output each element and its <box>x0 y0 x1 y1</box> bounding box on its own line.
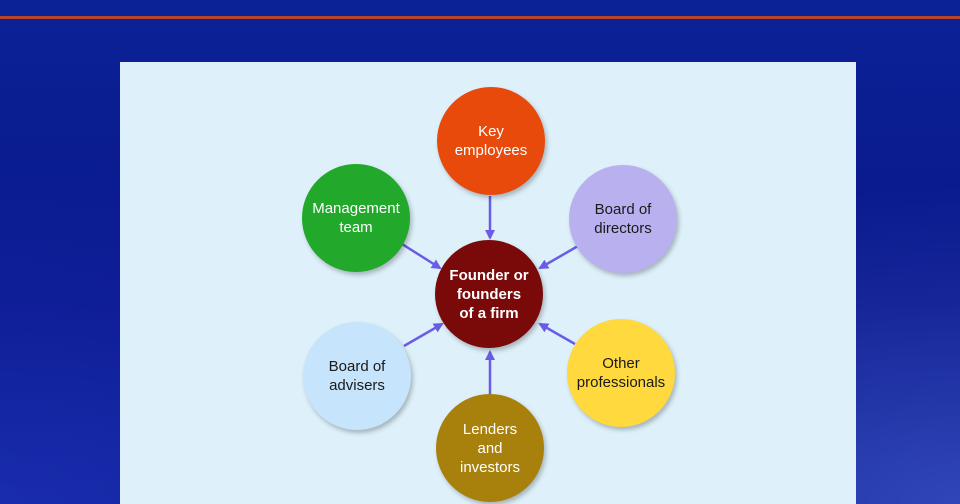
node-board-of-advisers-label: Board of advisers <box>328 358 386 394</box>
arrow-management-team <box>401 242 442 270</box>
arrow-other-professionals <box>538 322 576 346</box>
center-node-label: Founder or founders of a firm <box>449 266 529 322</box>
node-management-team-label: Management team <box>312 200 400 236</box>
title-divider <box>0 16 960 19</box>
node-key-employees-label: Key employees <box>454 123 528 159</box>
node-other-professionals: Other professionals <box>567 319 675 427</box>
node-board-of-directors: Board of directors <box>569 165 677 273</box>
node-management-team: Management team <box>302 164 410 272</box>
node-lenders-and-investors-label: Lenders and investors <box>459 420 521 476</box>
arrow-board-of-directors <box>538 244 579 270</box>
node-key-employees: Key employees <box>437 87 545 195</box>
node-board-of-directors-label: Board of directors <box>594 201 652 237</box>
node-other-professionals-label: Other professionals <box>576 355 666 391</box>
arrow-board-of-advisers <box>403 322 444 348</box>
node-lenders-and-investors: Lenders and investors <box>436 394 544 502</box>
node-board-of-advisers: Board of advisers <box>303 322 411 430</box>
center-node-founder: Founder or founders of a firm <box>435 240 543 348</box>
